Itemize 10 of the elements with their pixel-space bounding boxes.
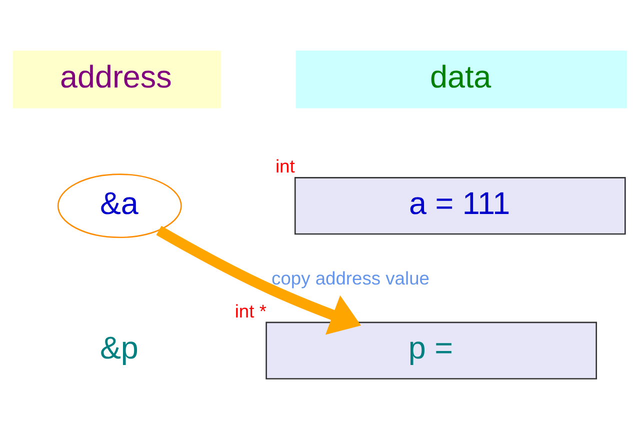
node-box: a = 111 xyxy=(294,177,626,235)
node-box: p = xyxy=(266,322,597,380)
node-ellipse: &a xyxy=(57,174,182,238)
node-label: int * xyxy=(234,300,266,322)
node-label: int xyxy=(275,156,295,177)
edge-label: copy address value xyxy=(272,268,430,289)
node-box: data xyxy=(296,50,628,108)
arrow xyxy=(156,226,361,335)
node-text: &p xyxy=(100,330,138,366)
node-box: address xyxy=(12,50,222,108)
